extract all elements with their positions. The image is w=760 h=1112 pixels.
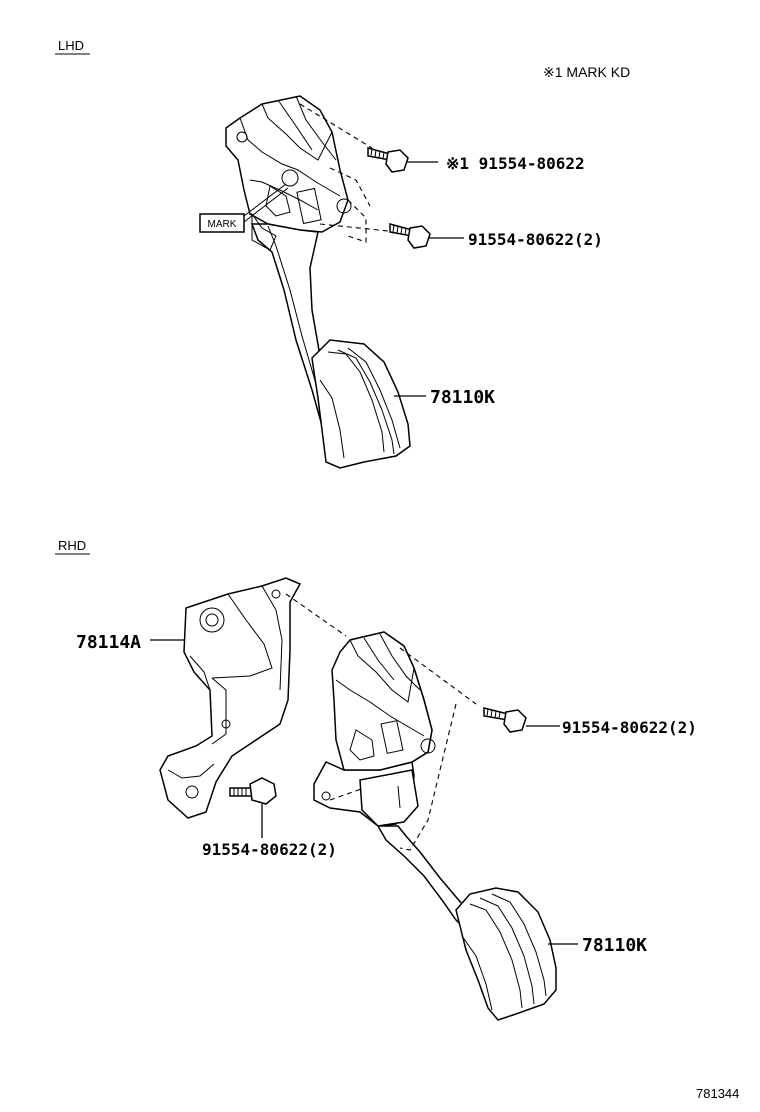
mark-note: ※1 MARK KD: [543, 64, 630, 80]
label-rhd-bracket: 78114A: [76, 632, 141, 653]
section-label-lhd: LHD: [58, 38, 84, 53]
rhd-bracket: [159, 577, 302, 819]
mark-box: [199, 213, 245, 233]
lhd-bolt-upper: [367, 147, 409, 173]
leader-mark-1: [243, 183, 287, 217]
leader-mark-2: [243, 187, 289, 223]
label-rhd-pedal: 78110K: [582, 935, 647, 956]
label-lhd-bolt1: ※1 91554-80622: [446, 154, 585, 173]
label-rhd-bolt-bottom: 91554-80622(2): [202, 840, 337, 859]
rhd-bolt-right: [483, 707, 527, 733]
mark-box-label: MARK: [208, 219, 237, 230]
label-lhd-bolt2: 91554-80622(2): [468, 230, 603, 249]
section-label-rhd: RHD: [58, 538, 86, 553]
label-lhd-pedal: 78110K: [430, 387, 495, 408]
figure-number: 781344: [696, 1086, 739, 1101]
lhd-bolt-lower: [389, 223, 431, 249]
label-rhd-bolt-right: 91554-80622(2): [562, 718, 697, 737]
lhd-pedal-assembly: [225, 95, 411, 469]
rhd-bolt-bottom: [229, 777, 277, 805]
rhd-pedal-assembly: [285, 593, 557, 1021]
